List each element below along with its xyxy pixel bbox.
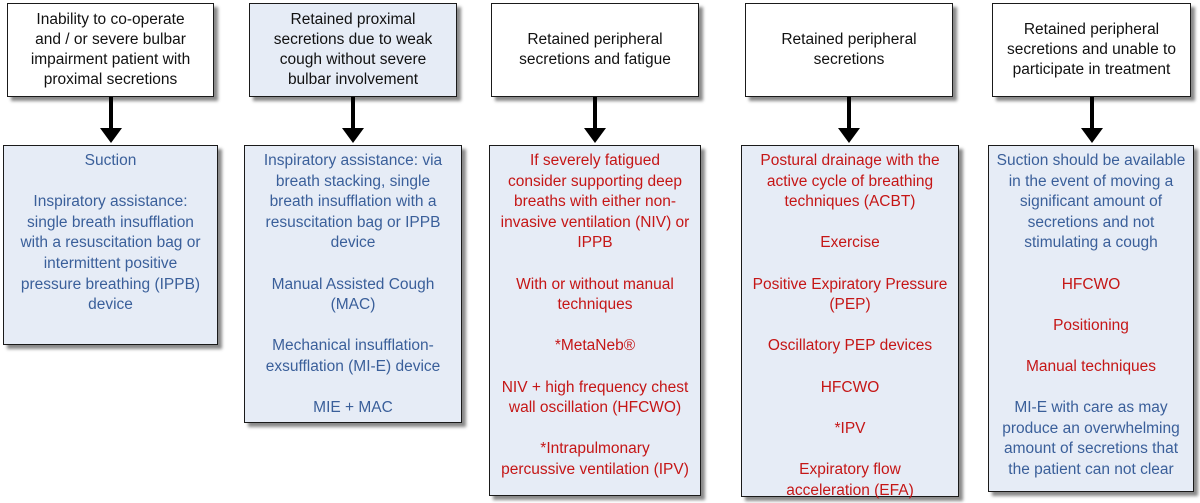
treatment-item: MIE + MAC	[313, 399, 393, 417]
header-line: Retained peripheral	[1023, 21, 1160, 38]
treatment-item: Oscillatory PEP devices	[767, 337, 933, 355]
treatment-item: If severely fatigued consider supporting…	[500, 152, 690, 252]
treatment-item: Inspiratory assistance: via breath stack…	[263, 152, 443, 252]
header-line: bulbar involvement	[287, 71, 419, 88]
treatment-box-retained-proximal: Inspiratory assistance: via breath stack…	[244, 145, 462, 423]
treatment-item: Postural drainage with the active cycle …	[760, 152, 940, 211]
treatment-item: MI-E with care as may produce an overwhe…	[1002, 399, 1180, 478]
treatment-item: *IPV	[834, 419, 866, 437]
treatment-item: Positive Expiratory Pressure (PEP)	[752, 275, 948, 314]
arrow-down-icon	[7, 97, 214, 145]
treatment-box-peripheral-fatigue: If severely fatigued consider supporting…	[489, 145, 701, 496]
header-line: secretions	[813, 51, 885, 68]
header-line: secretions and unable to	[1007, 41, 1176, 58]
treatment-item: Mechanical insufflation- exsufflation (M…	[265, 337, 441, 375]
header-line: secretions and fatigue	[519, 51, 671, 68]
header-box-peripheral-fatigue: Retained peripheral secretions and fatig…	[491, 3, 699, 97]
treatment-item: NIV + high frequency chest wall oscillat…	[501, 378, 689, 417]
header-box-inability-to-cooperate: Inability to co-operate and / or severe …	[7, 3, 214, 97]
treatment-item: Inspiratory assistance: single breath in…	[20, 193, 201, 314]
header-line: secretions due to weak	[273, 31, 433, 48]
header-line: Retained proximal	[290, 11, 416, 28]
treatment-item: HFCWO	[1061, 275, 1121, 293]
treatment-box-inability-to-cooperate: Suction Inspiratory assistance: single b…	[3, 145, 218, 345]
treatment-box-peripheral-secretions: Postural drainage with the active cycle …	[741, 145, 959, 499]
arrow-down-icon	[249, 97, 457, 145]
header-box-peripheral-secretions: Retained peripheral secretions	[745, 3, 953, 97]
treatment-item: Positioning	[1053, 316, 1129, 334]
treatment-item: Manual Assisted Cough (MAC)	[271, 275, 435, 314]
treatment-box-unable-to-participate: Suction should be available in the event…	[988, 145, 1194, 492]
header-box-retained-proximal: Retained proximal secretions due to weak…	[249, 3, 457, 97]
header-box-unable-to-participate: Retained peripheral secretions and unabl…	[992, 3, 1191, 97]
treatment-item: Suction should be available in the event…	[996, 152, 1186, 252]
header-line: Retained peripheral	[527, 31, 663, 48]
treatment-item: With or without manual techniques	[516, 275, 674, 314]
treatment-item: Expiratory flow acceleration (EFA)	[786, 460, 914, 499]
treatment-item: *Intrapulmonary percussive ventilation (…	[501, 440, 689, 478]
header-line: Inability to co-operate	[36, 11, 185, 28]
arrow-down-icon	[491, 97, 699, 145]
arrow-down-icon	[992, 97, 1191, 145]
treatment-item: Exercise	[820, 234, 880, 252]
treatment-item: HFCWO	[820, 378, 880, 396]
header-line: and / or severe bulbar	[35, 31, 186, 48]
treatment-item: Suction	[84, 152, 137, 169]
treatment-item: Manual techniques	[1025, 357, 1157, 375]
header-line: cough without severe	[279, 51, 427, 68]
treatment-item: *MetaNeb®	[554, 337, 636, 355]
header-line: Retained peripheral	[781, 31, 917, 48]
arrow-down-icon	[745, 97, 953, 145]
header-line: impairment patient with	[30, 51, 191, 68]
header-line: proximal secretions	[43, 71, 178, 88]
header-line: participate in treatment	[1012, 61, 1171, 78]
